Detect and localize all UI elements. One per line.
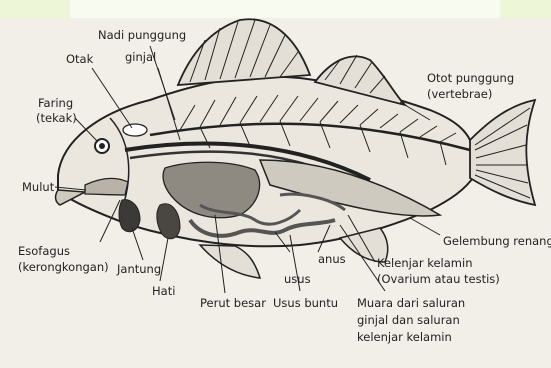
label-otot-punggung: Otot punggung	[427, 71, 514, 85]
fish-pelvic-fin	[200, 245, 260, 278]
label-ovarium: (Ovarium atau testis)	[377, 272, 500, 286]
label-esofagus: Esofagus	[18, 244, 70, 258]
label-kelenjar-kelamin: Kelenjar kelamin	[377, 256, 472, 270]
label-tekak: (tekak)	[36, 111, 77, 125]
label-kerongkongan: (kerongkongan)	[18, 260, 109, 274]
label-ginjal: ginjal	[125, 50, 156, 64]
label-muara-2: ginjal dan saluran	[357, 313, 460, 327]
label-usus-buntu: Usus buntu	[273, 296, 338, 310]
label-gelembung-renang: Gelembung renang	[443, 234, 551, 248]
label-nadi-punggung: Nadi punggung	[98, 28, 186, 42]
label-jantung: Jantung	[117, 262, 161, 276]
fish-brain	[123, 124, 147, 136]
label-hati: Hati	[152, 284, 175, 298]
label-muara-3: kelenjar kelamin	[357, 330, 452, 344]
label-muara-1: Muara dari saluran	[357, 296, 465, 310]
label-usus: usus	[284, 272, 311, 286]
label-anus: anus	[318, 252, 346, 266]
label-faring: Faring	[38, 96, 73, 110]
label-mulut: Mulut	[22, 180, 54, 194]
label-otak: Otak	[66, 52, 93, 66]
fish-tail-fin	[470, 100, 535, 205]
label-perut-besar: Perut besar	[200, 296, 266, 310]
label-vertebrae: (vertebrae)	[427, 87, 492, 101]
